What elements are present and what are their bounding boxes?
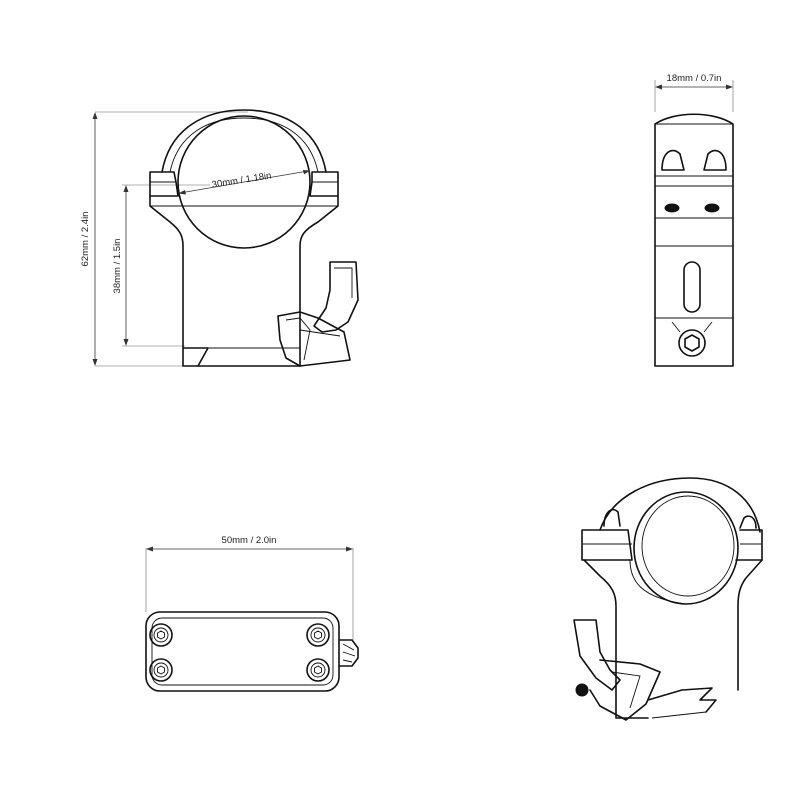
cap-screw-3 (306, 623, 330, 647)
clamp-jaw (277, 311, 351, 367)
isometric-view (573, 477, 763, 721)
cap-flange-right (309, 171, 339, 197)
top-view: 50mm / 2.0in (145, 535, 359, 692)
center-height-label: 38mm / 1.5in (112, 239, 123, 294)
cap-screw-4 (306, 658, 330, 682)
top-plate (145, 611, 340, 692)
cap-screw-1 (149, 623, 173, 647)
overall-height-label: 62mm / 2.4in (80, 212, 91, 267)
cap-screw-2 (149, 658, 173, 682)
width-label: 18mm / 0.7in (667, 73, 722, 84)
cap-flange-left (149, 171, 179, 197)
ring-base-body (149, 195, 339, 367)
iso-lever (573, 619, 621, 691)
side-body-outline (654, 113, 734, 367)
length-label: 50mm / 2.0in (222, 535, 277, 546)
width-dimension: 18mm / 0.7in (654, 73, 734, 112)
length-dimension: 50mm / 2.0in (145, 535, 354, 640)
quick-release-lever[interactable] (313, 261, 359, 333)
bore (177, 115, 311, 249)
overall-height-dimension: 62mm / 2.4in (80, 111, 248, 367)
side-view: 18mm / 0.7in (654, 73, 734, 367)
hex-screw (671, 321, 713, 357)
front-view: 62mm / 2.4in 38mm / 1.5in 30mm / 1.18in (80, 109, 359, 367)
iso-bore (633, 491, 739, 605)
ring-cap (161, 109, 327, 173)
bore-diameter-label: 30mm / 1.18in (211, 170, 272, 190)
center-height-dimension: 38mm / 1.5in (112, 184, 210, 347)
